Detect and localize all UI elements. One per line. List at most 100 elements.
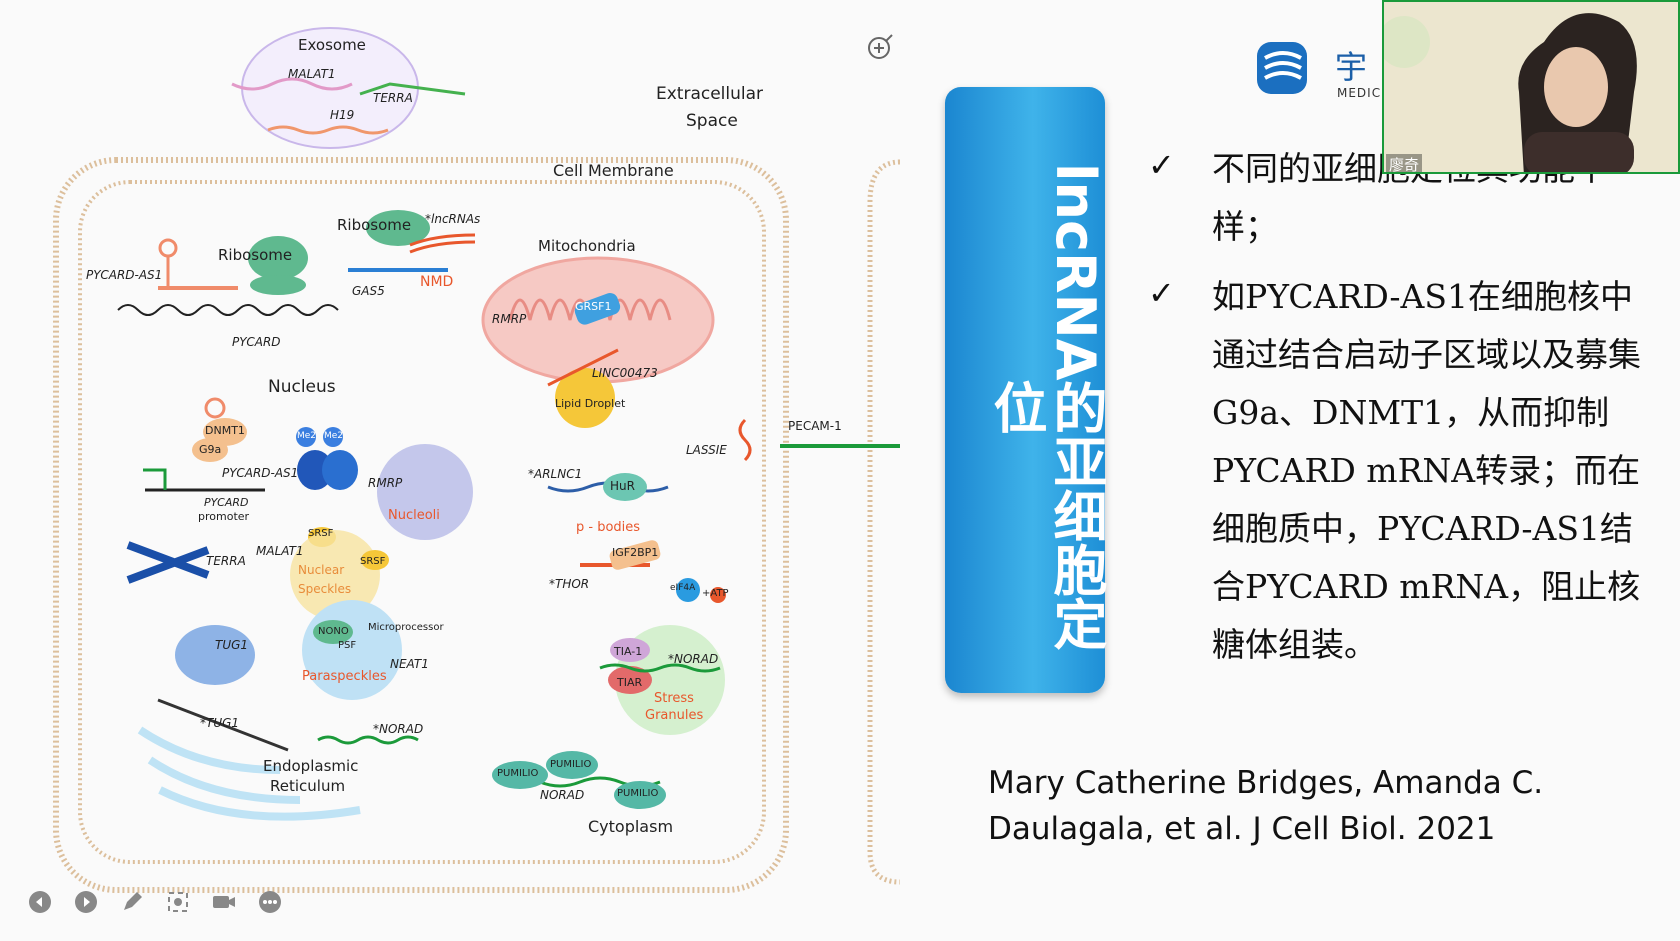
- atp-molecule: [710, 587, 726, 603]
- nucleus-label: Nucleus: [268, 377, 336, 397]
- speckles-label: Speckles: [298, 582, 352, 596]
- igf2bp1-protein: [609, 540, 661, 570]
- arlnc1-label: *ARLNC1: [528, 467, 583, 481]
- eif4a-protein: [676, 578, 700, 602]
- psf-label: PSF: [338, 640, 357, 651]
- norad-er-label: *NORAD: [373, 722, 424, 736]
- pycard-as1-loop: [158, 238, 178, 258]
- tug1-er-strand: [157, 698, 289, 752]
- pumilio2-label: PUMILIO: [550, 759, 592, 770]
- g9a-label: G9a: [199, 443, 222, 456]
- h19-strand: [267, 125, 389, 135]
- pecam1-label: PECAM-1: [788, 419, 842, 433]
- medical-logo: 宇 MEDIC: [1255, 38, 1380, 102]
- neighbor-cell-membrane: [867, 159, 901, 885]
- terra-chromosome: [126, 541, 210, 584]
- logo-emblem-icon: [1257, 42, 1307, 94]
- microprocessor-label: Microprocessor: [368, 622, 444, 633]
- lncrnas-strands: [409, 233, 476, 254]
- linc00473-strand: [547, 348, 619, 387]
- igf2bp1-label: IGF2BP1: [612, 546, 659, 559]
- norad-er-strand: [317, 735, 419, 745]
- me2-mark-1: [296, 427, 316, 447]
- grsf1-label: GRSF1: [575, 300, 612, 313]
- pumilio-2: [546, 751, 598, 779]
- tiar-protein: [608, 666, 652, 694]
- slide-title: lncRNA的亚细胞定位: [984, 163, 1107, 651]
- pen-icon[interactable]: [118, 888, 146, 916]
- ribosome-top: [366, 210, 430, 246]
- atp-label: +ATP: [702, 588, 729, 599]
- pumilio-1: [492, 761, 548, 789]
- eif4a-label: eIF4A: [670, 583, 696, 593]
- ribosome-small: [250, 275, 306, 295]
- hur-protein: [603, 473, 647, 501]
- pycard-as1-label: PYCARD-AS1: [86, 268, 163, 282]
- neat1-label: NEAT1: [390, 657, 429, 671]
- next-icon[interactable]: [72, 888, 100, 916]
- nuclear-speckles: [290, 530, 380, 620]
- presenter-video: [1384, 2, 1678, 172]
- norad-sg-strand: [599, 663, 721, 673]
- mitochondria-label: Mitochondria: [538, 237, 636, 255]
- dnmt1-label: DNMT1: [205, 424, 245, 437]
- gas5-label: GAS5: [352, 284, 385, 298]
- camera-icon[interactable]: [210, 888, 238, 916]
- logo-char: 宇: [1335, 48, 1368, 86]
- logo-sub: MEDIC: [1337, 86, 1382, 100]
- promoter-arrow: [143, 468, 167, 490]
- tia1-protein: [610, 638, 650, 662]
- terra-exo-strand: [359, 82, 466, 96]
- nmd-label: NMD: [420, 274, 454, 290]
- ribosome-left-label: Ribosome: [218, 246, 293, 264]
- lassie-label: LASSIE: [686, 443, 727, 457]
- malat1-exo-label: MALAT1: [288, 67, 336, 81]
- bullet-check-1: ✓: [1148, 146, 1175, 184]
- srsf2-label: SRSF: [360, 556, 386, 567]
- cell-membrane-label: Cell Membrane: [553, 161, 674, 180]
- tug1-er-label: *TUG1: [200, 716, 240, 730]
- cell-membrane: [53, 157, 789, 893]
- stress-label: Stress: [654, 691, 694, 706]
- srsf1-label: SRSF: [308, 528, 334, 539]
- norad-sg-label: *NORAD: [668, 652, 719, 666]
- pumilio3-label: PUMILIO: [617, 788, 659, 799]
- pycard-as1-nuc-loop: [204, 397, 226, 419]
- srsf-2: [361, 550, 389, 570]
- webcam-overlay[interactable]: 廖奇: [1382, 0, 1680, 174]
- h19-label: H19: [330, 108, 355, 122]
- screenshot-icon[interactable]: [164, 888, 192, 916]
- er-membrane: [137, 726, 361, 821]
- exosome-label: Exosome: [298, 36, 366, 54]
- more-icon[interactable]: [256, 888, 284, 916]
- bullet-text-2: 如PYCARD-AS1在细胞核中通过结合启动子区域以及募集G9a、DNMT1，从…: [1212, 277, 1641, 664]
- prev-icon[interactable]: [26, 888, 54, 916]
- tiar-label: TIAR: [617, 676, 643, 689]
- norad-cyto-label: NORAD: [540, 788, 585, 802]
- thor-label: *THOR: [549, 577, 590, 591]
- nono-label: NONO: [318, 626, 349, 637]
- tug1-nucleus: [175, 625, 255, 685]
- lncrna-figure: Exosome MALAT1 TERRA H19 Extracellular S…: [53, 27, 901, 893]
- tia1-label: TIA-1: [614, 645, 643, 658]
- nucleosome-1: [297, 450, 333, 490]
- pumilio1-label: PUMILIO: [497, 768, 539, 779]
- lipid-droplet: [555, 368, 615, 428]
- cell-membrane-inner: [78, 180, 766, 864]
- pycard-as1-nuc-label: PYCARD-AS1: [222, 466, 299, 480]
- g9a-protein: [192, 438, 228, 462]
- pycard-promoter-label-1: PYCARD: [204, 496, 249, 509]
- pycard-label: PYCARD: [232, 335, 281, 349]
- terra-exo-label: TERRA: [373, 91, 413, 105]
- extracellular-label: Extracellular: [656, 84, 764, 104]
- zoom-in-icon[interactable]: [866, 32, 896, 62]
- lipid-droplet-label: Lipid Droplet: [555, 397, 626, 410]
- terra-nuc-label: TERRA: [206, 554, 246, 568]
- grsf1-protein: [574, 293, 621, 325]
- paraspeckles-label: Paraspeckles: [302, 669, 387, 684]
- pycard-promoter-label-2: promoter: [198, 510, 250, 523]
- endoplasmic-label: Endoplasmic: [263, 757, 359, 775]
- me2a-label: Me2: [297, 431, 317, 441]
- hur-label: HuR: [610, 479, 635, 493]
